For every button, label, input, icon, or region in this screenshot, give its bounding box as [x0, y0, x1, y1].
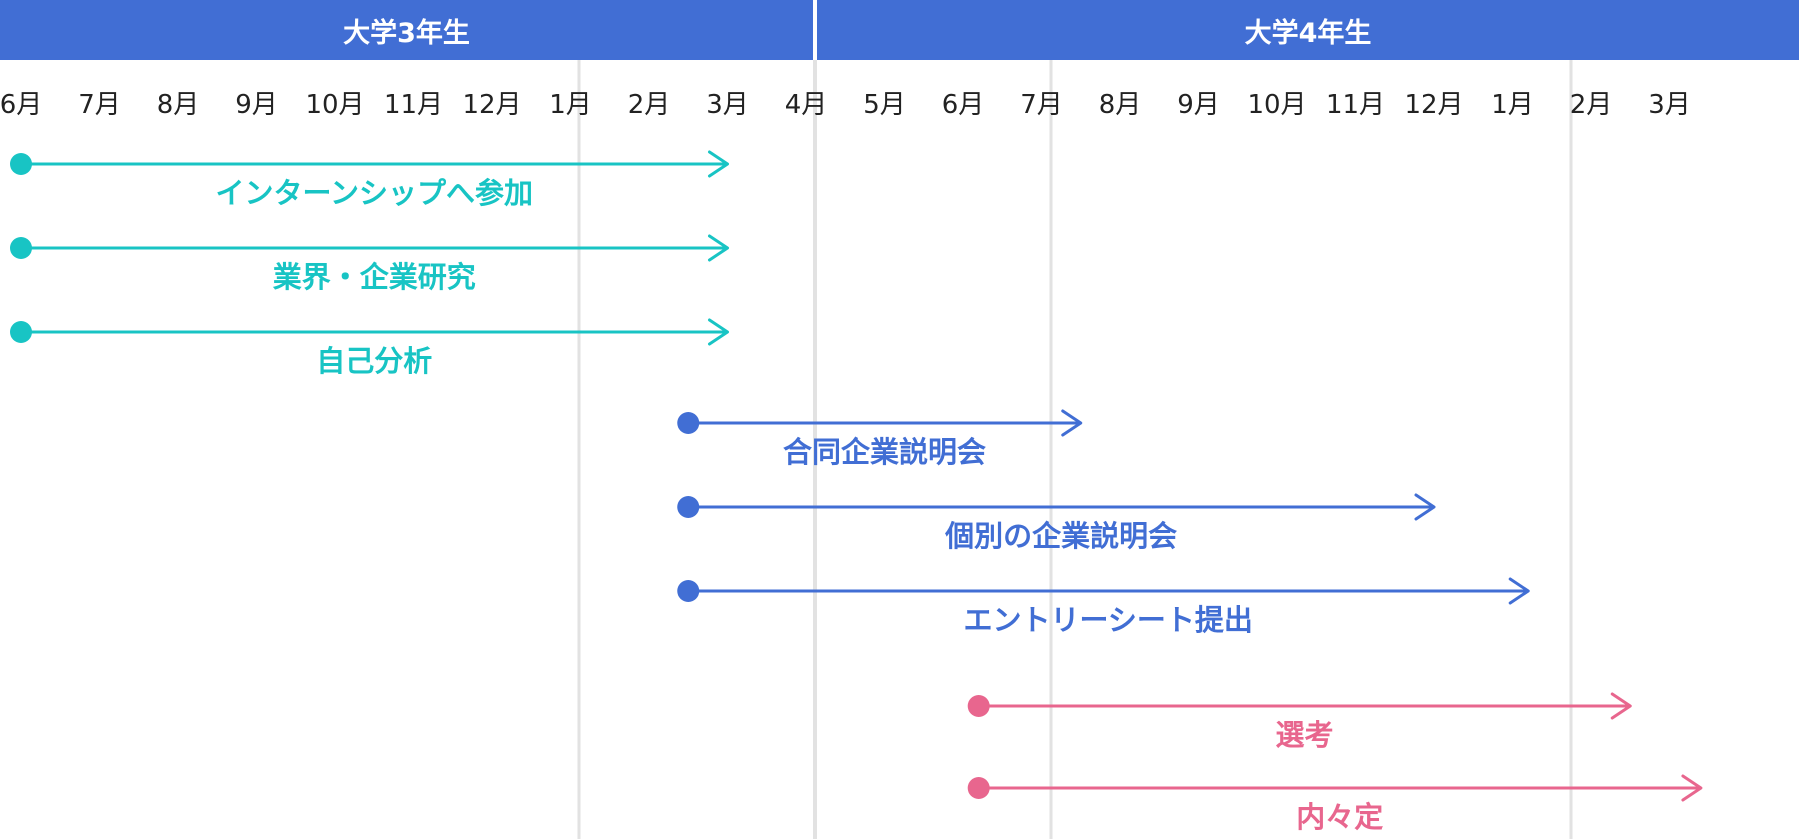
year-header-label: 大学4年生 — [1244, 17, 1372, 49]
start-dot — [967, 695, 990, 717]
activity-bar: 合同企業説明会 — [677, 409, 1083, 469]
month-label: 7月 — [1020, 90, 1063, 120]
arrow-head — [1610, 692, 1632, 720]
activity-label: 合同企業説明会 — [783, 435, 986, 469]
month-label: 12月 — [462, 90, 521, 120]
year-header-label: 大学3年生 — [343, 17, 470, 49]
activity-label: エントリーシート提出 — [964, 603, 1253, 637]
month-label: 7月 — [78, 90, 121, 120]
month-label: 11月 — [384, 90, 443, 120]
month-label: 2月 — [1570, 90, 1613, 120]
month-label: 3月 — [1648, 90, 1691, 120]
activity-bar: 業界・企業研究 — [10, 234, 729, 294]
start-dot — [10, 237, 32, 259]
arrow-head — [1508, 577, 1530, 605]
activity-label: 選考 — [1275, 718, 1333, 752]
activity-bar: 選考 — [967, 692, 1632, 752]
arrow-head — [1061, 409, 1083, 437]
activity-bar: インターンシップへ参加 — [10, 150, 729, 210]
start-dot — [967, 777, 990, 799]
month-label: 11月 — [1326, 90, 1385, 120]
start-dot — [677, 580, 700, 602]
activity-label: 自己分析 — [316, 344, 432, 378]
month-label: 10月 — [305, 90, 364, 120]
month-label: 8月 — [157, 90, 200, 120]
activity-bar: エントリーシート提出 — [677, 577, 1530, 637]
month-label: 4月 — [785, 90, 828, 120]
arrow-head — [1414, 493, 1436, 521]
month-label: 8月 — [1099, 90, 1142, 120]
month-label: 2月 — [628, 90, 671, 120]
month-label: 3月 — [706, 90, 749, 120]
arrow-head — [1681, 774, 1703, 802]
activity-label: インターンシップへ参加 — [215, 176, 533, 210]
activity-label: 個別の企業説明会 — [944, 519, 1177, 553]
arrow-head — [708, 234, 729, 262]
start-dot — [677, 496, 700, 518]
month-label: 6月 — [942, 90, 985, 120]
activity-bar: 自己分析 — [10, 318, 729, 378]
month-label: 6月 — [0, 90, 42, 120]
activity-label: 業界・企業研究 — [273, 260, 476, 294]
activity-bar: 内々定 — [967, 774, 1703, 834]
arrow-head — [708, 150, 729, 178]
start-dot — [677, 412, 700, 434]
month-label: 9月 — [1177, 90, 1220, 120]
start-dot — [10, 321, 32, 343]
month-label: 1月 — [1491, 90, 1534, 120]
year-header-4th: 大学4年生 — [817, 0, 1799, 60]
start-dot — [10, 153, 32, 175]
month-label: 9月 — [235, 90, 278, 120]
year-header-3rd: 大学3年生 — [0, 0, 813, 60]
month-label: 5月 — [863, 90, 906, 120]
arrow-head — [708, 318, 729, 346]
month-label: 12月 — [1404, 90, 1463, 120]
month-label: 10月 — [1247, 90, 1306, 120]
activity-bar: 個別の企業説明会 — [677, 493, 1436, 553]
month-label: 1月 — [549, 90, 592, 120]
activity-label: 内々定 — [1296, 800, 1383, 834]
